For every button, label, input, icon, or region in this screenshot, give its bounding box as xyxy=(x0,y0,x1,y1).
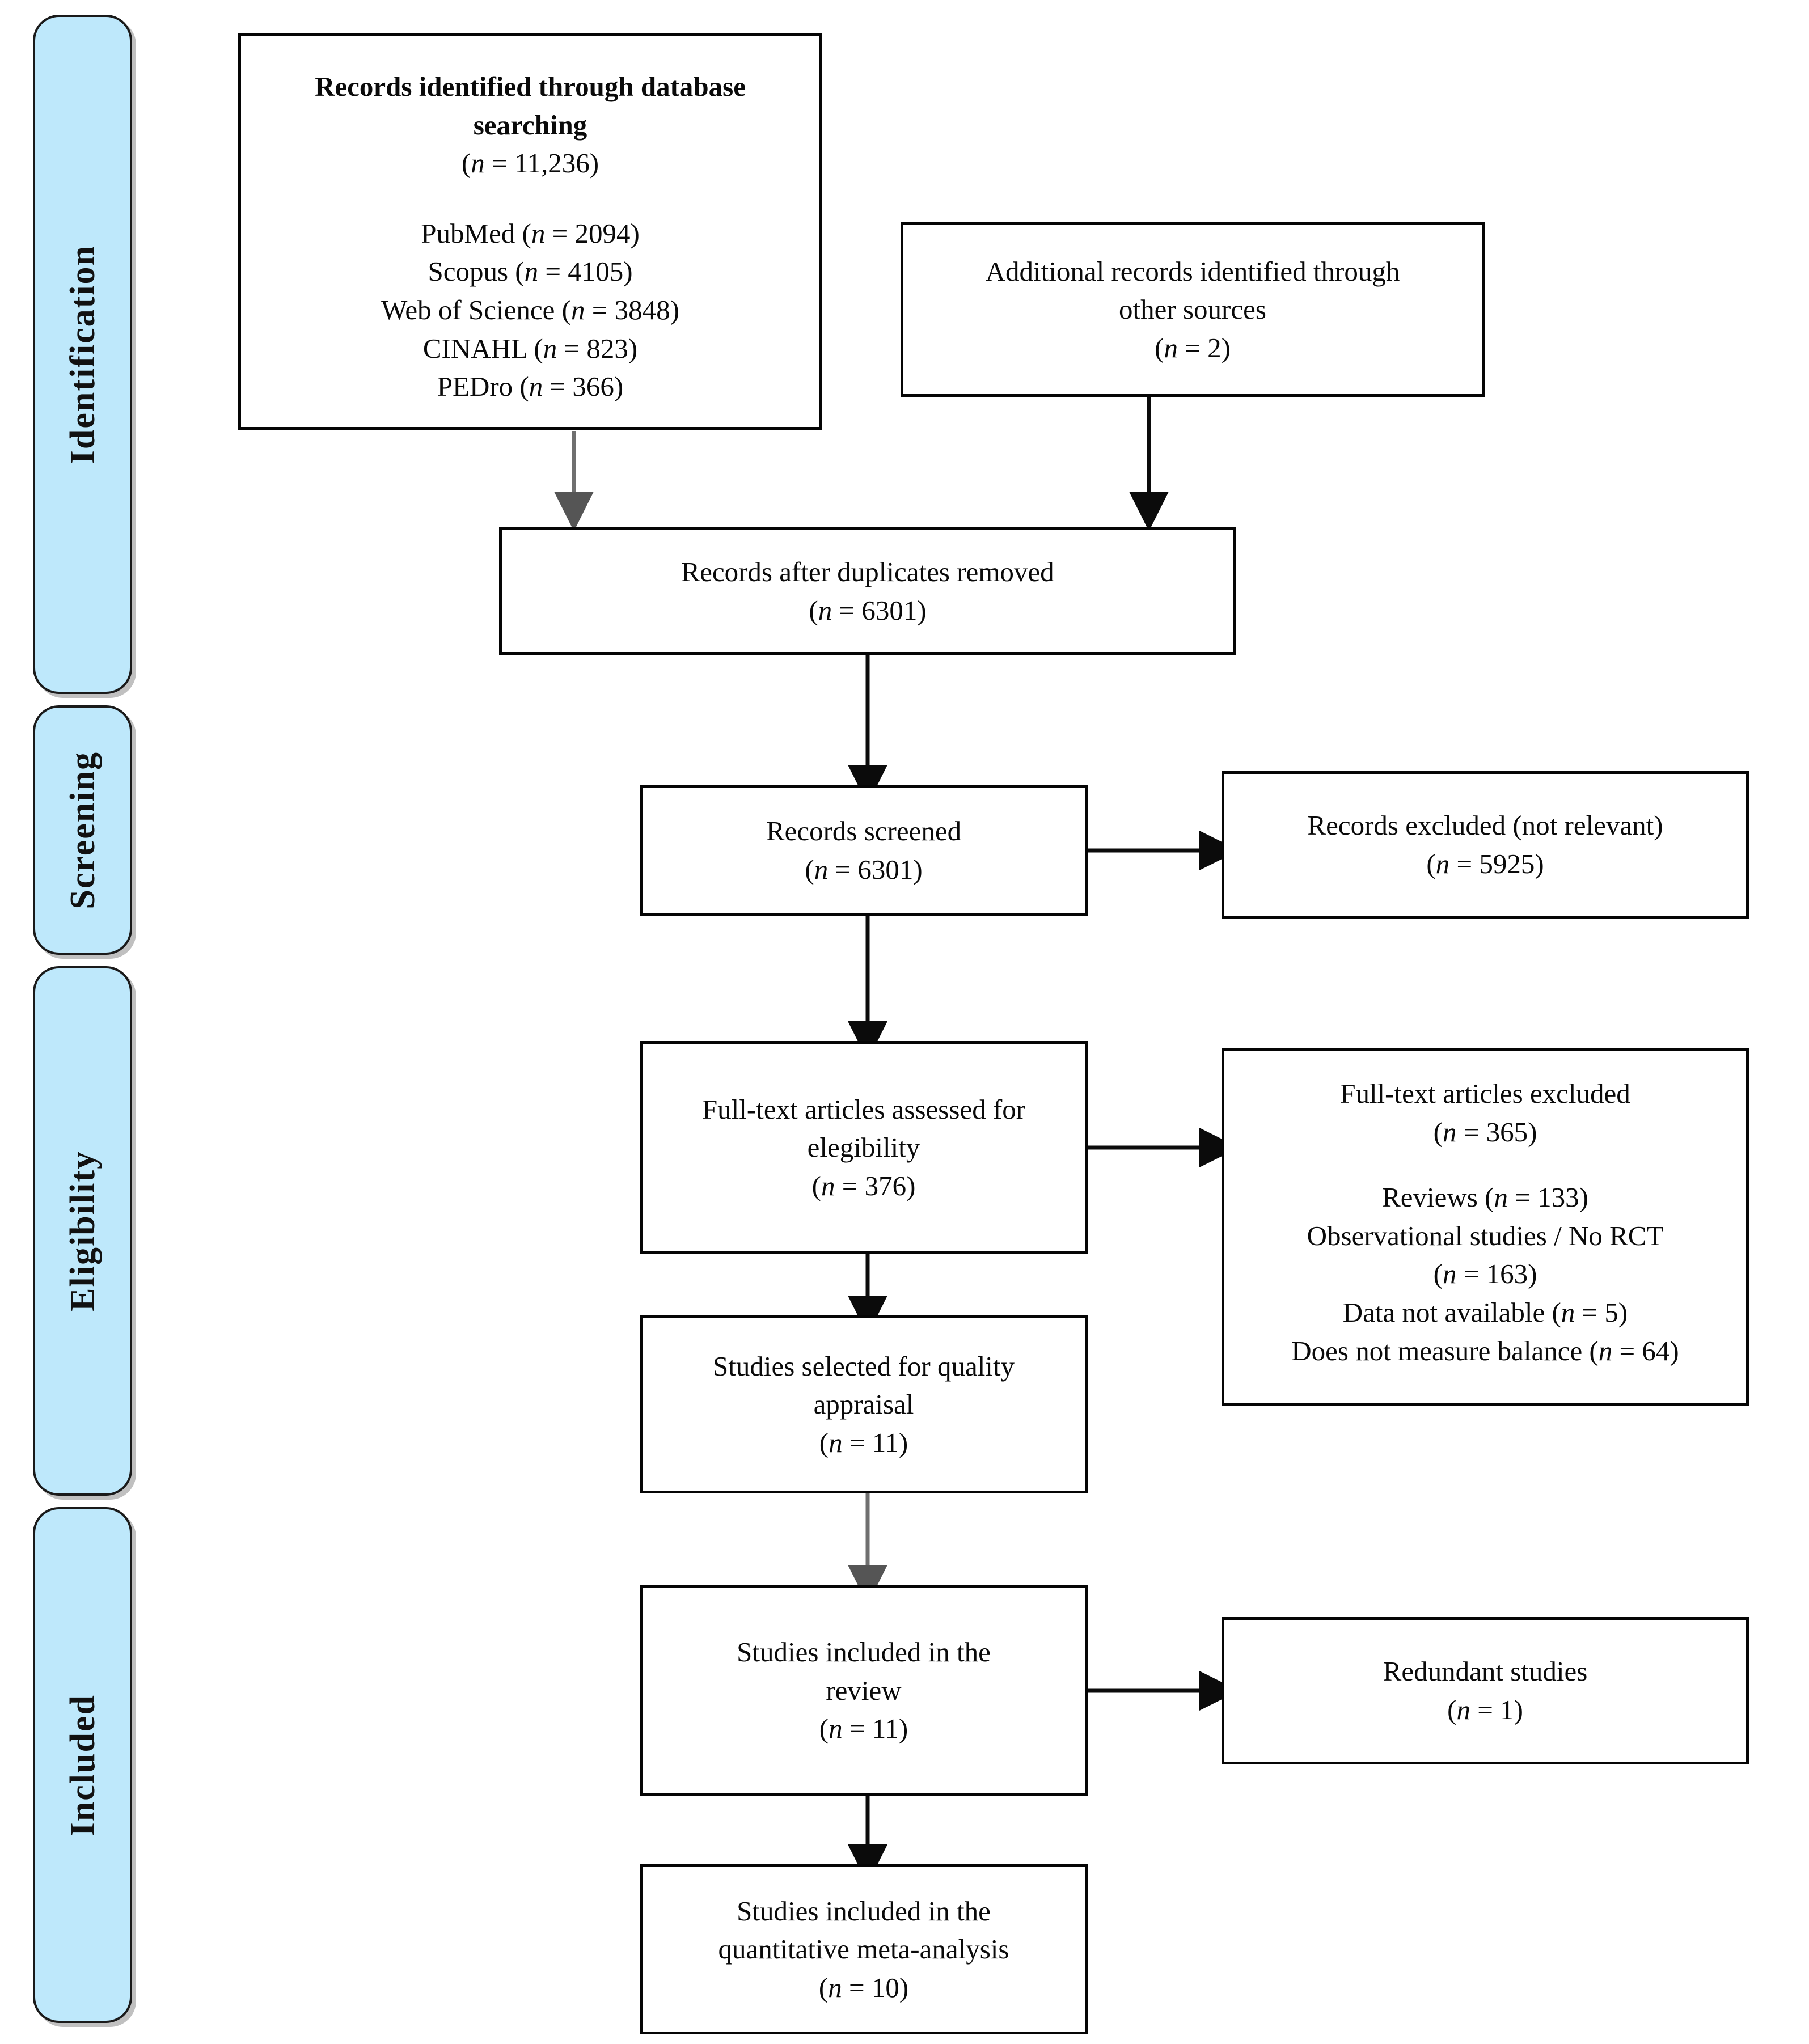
box-quality-appraisal: Studies selected for quality appraisal (… xyxy=(640,1315,1088,1493)
included-meta-title-line2: quantitative meta-analysis xyxy=(718,1933,1009,1965)
included-meta-title-line1: Studies included in the xyxy=(737,1895,991,1927)
box-fulltext-assessed: Full-text articles assessed for elegibil… xyxy=(640,1041,1088,1254)
db-search-count: (n = 11,236) xyxy=(461,147,599,179)
stage-band-identification: Identification xyxy=(33,15,132,694)
fulltext-excluded-reason-nodata: Data not available (n = 5) xyxy=(1342,1297,1628,1328)
other-sources-title-line1: Additional records identified through xyxy=(985,255,1400,287)
other-sources-count: (n = 2) xyxy=(1155,332,1231,363)
included-review-title-line1: Studies included in the xyxy=(737,1636,991,1668)
box-additional-records-other-sources: Additional records identified through ot… xyxy=(901,222,1485,397)
after-duplicates-title: Records after duplicates removed xyxy=(681,556,1054,587)
quality-appraisal-title-line1: Studies selected for quality xyxy=(712,1350,1015,1382)
box-fulltext-excluded: Full-text articles excluded (n = 365) Re… xyxy=(1222,1048,1749,1406)
records-excluded-count: (n = 5925) xyxy=(1426,848,1544,879)
fulltext-excluded-reason-nobalance: Does not measure balance (n = 64) xyxy=(1291,1335,1679,1366)
db-search-title-line1: Records identified through database xyxy=(314,71,746,102)
box-redundant-studies: Redundant studies (n = 1) xyxy=(1222,1617,1749,1764)
db-search-source-wos: Web of Science (n = 3848) xyxy=(381,294,679,326)
screened-count: (n = 6301) xyxy=(805,854,923,885)
fulltext-assessed-count: (n = 376) xyxy=(811,1170,916,1201)
db-search-source-scopus: Scopus (n = 4105) xyxy=(428,256,633,287)
fulltext-assessed-title-line2: elegibility xyxy=(807,1132,920,1163)
db-search-title-line2: searching xyxy=(473,109,587,141)
redundant-count: (n = 1) xyxy=(1447,1694,1523,1725)
fulltext-assessed-title-line1: Full-text articles assessed for xyxy=(701,1093,1026,1125)
included-meta-count: (n = 10) xyxy=(818,1971,909,2003)
fulltext-excluded-reason-observational-count: (n = 163) xyxy=(1433,1258,1537,1290)
stage-label-identification: Identification xyxy=(63,244,102,464)
db-search-source-cinahl: CINAHL (n = 823) xyxy=(422,332,638,364)
stage-label-included: Included xyxy=(63,1694,102,1836)
box-records-after-duplicates: Records after duplicates removed (n = 63… xyxy=(499,527,1236,655)
quality-appraisal-title-line2: appraisal xyxy=(813,1389,914,1420)
box-included-review: Studies included in the review (n = 11) xyxy=(640,1585,1088,1796)
after-duplicates-count: (n = 6301) xyxy=(809,594,927,626)
db-search-source-pubmed: PubMed (n = 2094) xyxy=(421,217,640,249)
stage-label-eligibility: Eligibility xyxy=(63,1150,102,1311)
box-included-meta-analysis: Studies included in the quantitative met… xyxy=(640,1864,1088,2034)
db-search-source-pedro: PEDro (n = 366) xyxy=(437,371,624,403)
fulltext-excluded-reason-reviews: Reviews (n = 133) xyxy=(1382,1182,1588,1213)
stage-band-screening: Screening xyxy=(33,705,132,955)
quality-appraisal-count: (n = 11) xyxy=(819,1427,908,1458)
stage-band-included: Included xyxy=(33,1507,132,2023)
box-records-identified-database: Records identified through database sear… xyxy=(238,33,822,430)
fulltext-excluded-count: (n = 365) xyxy=(1433,1116,1537,1148)
fulltext-excluded-reason-observational: Observational studies / No RCT xyxy=(1307,1220,1664,1251)
screened-title: Records screened xyxy=(766,815,962,847)
included-review-count: (n = 11) xyxy=(819,1713,908,1745)
redundant-title: Redundant studies xyxy=(1383,1656,1588,1687)
included-review-title-line2: review xyxy=(826,1674,902,1706)
fulltext-excluded-title: Full-text articles excluded xyxy=(1340,1078,1630,1109)
stage-band-eligibility: Eligibility xyxy=(33,966,132,1496)
box-records-screened: Records screened (n = 6301) xyxy=(640,785,1088,916)
other-sources-title-line2: other sources xyxy=(1119,294,1266,325)
records-excluded-title: Records excluded (not relevant) xyxy=(1307,810,1663,841)
box-records-excluded: Records excluded (not relevant) (n = 592… xyxy=(1222,771,1749,919)
stage-label-screening: Screening xyxy=(63,751,102,909)
